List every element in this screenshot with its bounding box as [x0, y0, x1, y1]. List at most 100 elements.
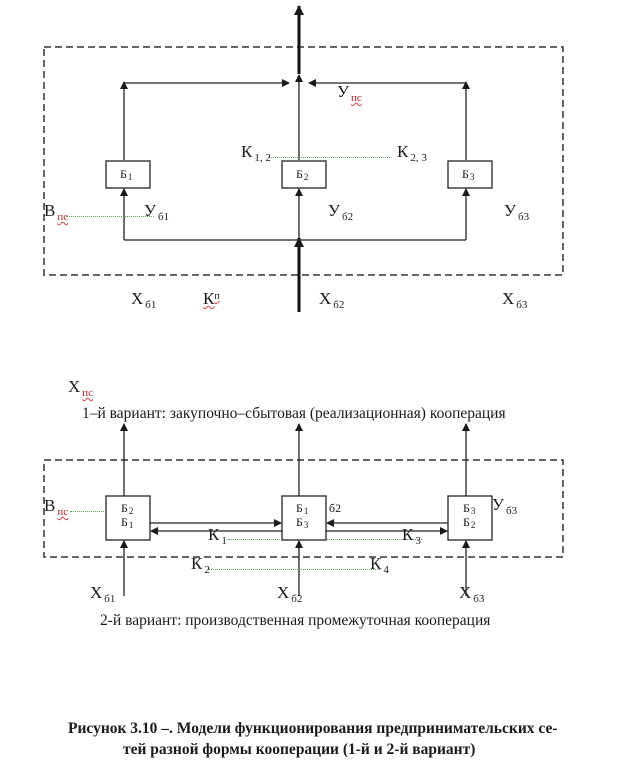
label-sub: б2 — [342, 211, 354, 223]
label-b2-side: б2 — [329, 501, 342, 515]
label-sub: б3 — [473, 593, 485, 605]
block-b3 — [447, 160, 493, 189]
figure-caption-line-2: тей разной формы кооперации (1-й и 2-й в… — [123, 741, 476, 758]
label-sub: б3 — [518, 211, 530, 223]
label-sub: 2, 3 — [410, 152, 427, 164]
label-sub: пс — [57, 506, 69, 518]
label-main: К — [241, 142, 253, 161]
label-main: Х — [319, 289, 332, 308]
spellcheck-underline — [66, 216, 154, 217]
spellcheck-underline — [326, 539, 422, 540]
spellcheck-underline — [228, 539, 282, 540]
label-main: В — [44, 201, 56, 220]
label-sub: 2 — [128, 506, 134, 516]
label-sub: 1 — [128, 520, 134, 530]
label-sub: б1 — [158, 211, 170, 223]
block-right — [447, 495, 493, 541]
figure-caption-line-1: Рисунок 3.10 –. Модели функционирования … — [68, 720, 558, 737]
label-main: У — [492, 495, 505, 514]
label-main: К — [397, 142, 409, 161]
label-sub: б1 — [104, 593, 116, 605]
label-sub: б1 — [145, 299, 157, 311]
spellcheck-underline — [70, 511, 106, 512]
block-b1 — [105, 160, 151, 189]
label-main: Б — [296, 167, 303, 181]
label-sub: пс — [82, 387, 94, 399]
variant-1-caption: 1–й вариант: закупочно–сбытовая (реализа… — [82, 405, 506, 422]
label-main: Х — [90, 583, 103, 602]
label-sub: 1 — [221, 535, 227, 547]
network-boundary-2-dashed — [43, 459, 564, 558]
label-sub: б3 — [516, 299, 528, 311]
block-center-bottom-label: Б3 — [296, 515, 309, 530]
label-sub: б2 — [333, 299, 345, 311]
label-sub: 1 — [303, 506, 309, 516]
label-sup: п — [214, 291, 220, 302]
label-main: К — [402, 525, 414, 544]
label-sub: 2 — [204, 564, 210, 576]
block-left — [105, 495, 151, 541]
label-main: К — [208, 525, 220, 544]
network-boundary-1-dashed — [43, 46, 564, 276]
label-main: К — [191, 554, 203, 573]
variant-2-caption: 2-й вариант: производственная промежуточ… — [100, 612, 491, 629]
label-sub: б3 — [506, 505, 518, 517]
diagram-2 — [43, 423, 564, 596]
label-main: Х — [68, 377, 81, 396]
block-right-top-label: Б3 — [463, 501, 476, 516]
label-main: У — [504, 201, 517, 220]
label-main: У — [144, 201, 157, 220]
label-main: Б — [296, 501, 303, 515]
label-main: Б — [462, 167, 469, 181]
label-main: Б — [120, 167, 127, 181]
block-b2 — [281, 160, 327, 189]
label-main: В — [44, 496, 56, 515]
block-b1-label: Б1 — [120, 167, 132, 182]
label-main: У — [337, 82, 350, 101]
label-sub: 4 — [383, 564, 389, 576]
block-b2-label: Б2 — [296, 167, 309, 182]
label-main: К — [370, 554, 382, 573]
label-sub: б2 — [291, 593, 303, 605]
label-main: Б — [296, 515, 303, 529]
label-sub: 2 — [303, 172, 309, 182]
label-main: Х — [502, 289, 515, 308]
label-k-p: Кп — [203, 290, 220, 307]
block-left-bottom-label: Б1 — [121, 515, 134, 530]
block-left-top-label: Б2 — [121, 501, 134, 516]
label-main: К — [203, 289, 215, 308]
spellcheck-underline — [268, 157, 390, 158]
label-sub: 3 — [303, 520, 309, 530]
spellcheck-underline — [208, 569, 380, 570]
label-main: Б — [121, 515, 128, 529]
block-center — [281, 495, 327, 541]
label-sub: 3 — [470, 506, 476, 516]
label-sub: 1, 2 — [254, 152, 271, 164]
label-main: Х — [131, 289, 144, 308]
block-center-top-label: Б1 — [296, 501, 309, 516]
label-sub: 3 — [469, 172, 475, 182]
label-main: Б — [121, 501, 128, 515]
label-main: Х — [459, 583, 472, 602]
label-main: Б — [463, 501, 470, 515]
label-sub: пс — [57, 211, 69, 223]
label-main: У — [328, 201, 341, 220]
